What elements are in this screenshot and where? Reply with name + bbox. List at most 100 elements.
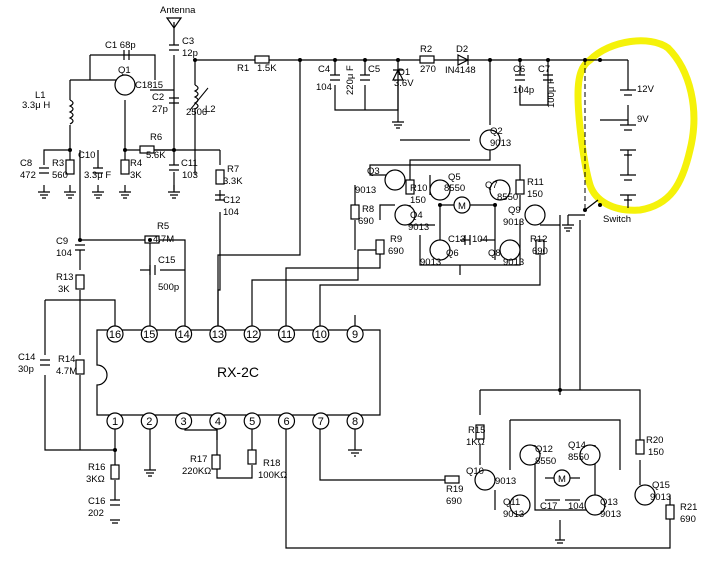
label-r12v: 690 (532, 246, 548, 257)
label-q15: Q15 (652, 480, 670, 491)
label-q5v: 8550 (444, 183, 465, 194)
ic-pin-12 (243, 325, 261, 343)
ic-pin-label-12: 12 (246, 329, 258, 341)
label-r20v: 150 (648, 447, 664, 458)
label-c6v: 104p (513, 85, 534, 96)
component-labels: Antenna C1 68p Q1 C1815 L1 3.3μ H C3 12p… (18, 5, 697, 525)
label-r10v: 150 (410, 195, 426, 206)
components (39, 17, 675, 520)
label-r18: R18 (263, 458, 280, 469)
label-r8v: 690 (358, 216, 374, 227)
label-c4v: 104 (316, 82, 332, 93)
label-q7v: 8550 (497, 192, 518, 203)
label-12v: 12V (637, 84, 655, 95)
label-q10: Q10 (466, 466, 484, 477)
ic-pin-label-3: 3 (181, 416, 187, 428)
label-c6: C6 (513, 64, 525, 75)
ic-pin-15 (140, 325, 158, 343)
label-c14v: 30p (18, 364, 34, 375)
label-q13v: 9013 (600, 509, 621, 520)
label-r11: R11 (527, 177, 544, 188)
label-r13v: 3K (58, 284, 70, 295)
label-r3v: 560 (52, 170, 68, 181)
label-q10v: 9013 (495, 476, 516, 487)
label-r11v: 150 (527, 189, 543, 200)
label-r9: R9 (390, 234, 402, 245)
label-q4v: 9013 (408, 222, 429, 233)
ic-name: RX-2C (217, 364, 259, 380)
label-c16v: 202 (88, 508, 104, 519)
label-r8: R8 (362, 204, 374, 215)
label-r16: R16 (88, 462, 105, 473)
label-r7: R7 (227, 164, 239, 175)
ic-pin-7 (312, 412, 330, 430)
ic-pin-11 (277, 325, 296, 343)
label-q14v: 8550 (568, 452, 589, 463)
label-r17: R17 (190, 454, 207, 465)
label-r15v: 1KΩ (466, 437, 485, 448)
label-r6: R6 (150, 132, 162, 143)
label-r1: R1 (237, 63, 249, 74)
ic-pin-14 (175, 325, 193, 343)
label-c10v: 3.3μ F (84, 170, 111, 181)
label-c7: C7 (538, 64, 550, 75)
label-q3: Q3 (367, 166, 380, 177)
label-switch: Switch (603, 214, 631, 225)
label-c1: C1 68p (105, 40, 136, 51)
label-c12: C12 (223, 195, 240, 206)
label-l2: L2 (205, 104, 216, 115)
label-q6: Q6 (446, 248, 459, 259)
label-l2a: 2506 (186, 107, 207, 118)
label-r2v: 270 (420, 64, 436, 75)
label-q7: Q7 (485, 180, 498, 191)
label-c13v: 104 (472, 234, 488, 245)
label-q12: Q12 (535, 444, 553, 455)
label-q3v: 9013 (355, 185, 376, 196)
label-d2: D2 (456, 44, 468, 55)
label-d1: D1 (398, 67, 410, 78)
ic-pin-8 (346, 412, 364, 430)
label-r12: R12 (530, 234, 547, 245)
label-d2v: IN4148 (445, 65, 476, 76)
yellow-highlight-scribble (574, 37, 698, 214)
label-r10: R10 (410, 183, 427, 194)
label-r3: R3 (52, 158, 64, 169)
ic-rx2c: RX-2C (96, 329, 381, 416)
ic-pin-label-6: 6 (283, 416, 289, 428)
label-l1v: 3.3μ H (22, 100, 50, 111)
label-q9: Q9 (508, 205, 521, 216)
label-c4: C4 (318, 64, 330, 75)
label-q14: Q14 (568, 440, 586, 451)
label-c9: C9 (56, 236, 68, 247)
label-c3v: 12p (182, 48, 198, 59)
label-r15: R15 (468, 425, 485, 436)
label-c14: C14 (18, 352, 35, 363)
label-q5: Q5 (448, 172, 461, 183)
ic-pin-label-4: 4 (215, 416, 221, 428)
label-r19v: 690 (446, 496, 462, 507)
ic-pin-5 (243, 412, 261, 430)
label-c2: C2 (152, 92, 164, 103)
label-r9v: 690 (388, 246, 404, 257)
ic-pin-9 (346, 325, 364, 343)
ic-pin-13 (209, 325, 227, 343)
ic-pin-1 (106, 412, 124, 430)
label-q12v: 8550 (535, 456, 556, 467)
label-c5v: 220μ F (345, 65, 356, 95)
ic-pin-label-5: 5 (249, 416, 255, 428)
label-r13: R13 (56, 272, 73, 283)
label-r14: R14 (58, 354, 75, 365)
label-q2v: 9013 (490, 138, 511, 149)
ic-pin-label-8: 8 (352, 416, 358, 428)
label-q1: Q1 (118, 65, 131, 76)
ic-pin-label-16: 16 (109, 329, 121, 341)
ground-symbols (38, 121, 574, 544)
label-c10: C10 (78, 150, 95, 161)
ic-pin-label-7: 7 (318, 416, 324, 428)
label-c15: C15 (158, 255, 175, 266)
label-c8: C8 (20, 158, 32, 169)
ic-pin-label-15: 15 (143, 329, 155, 341)
